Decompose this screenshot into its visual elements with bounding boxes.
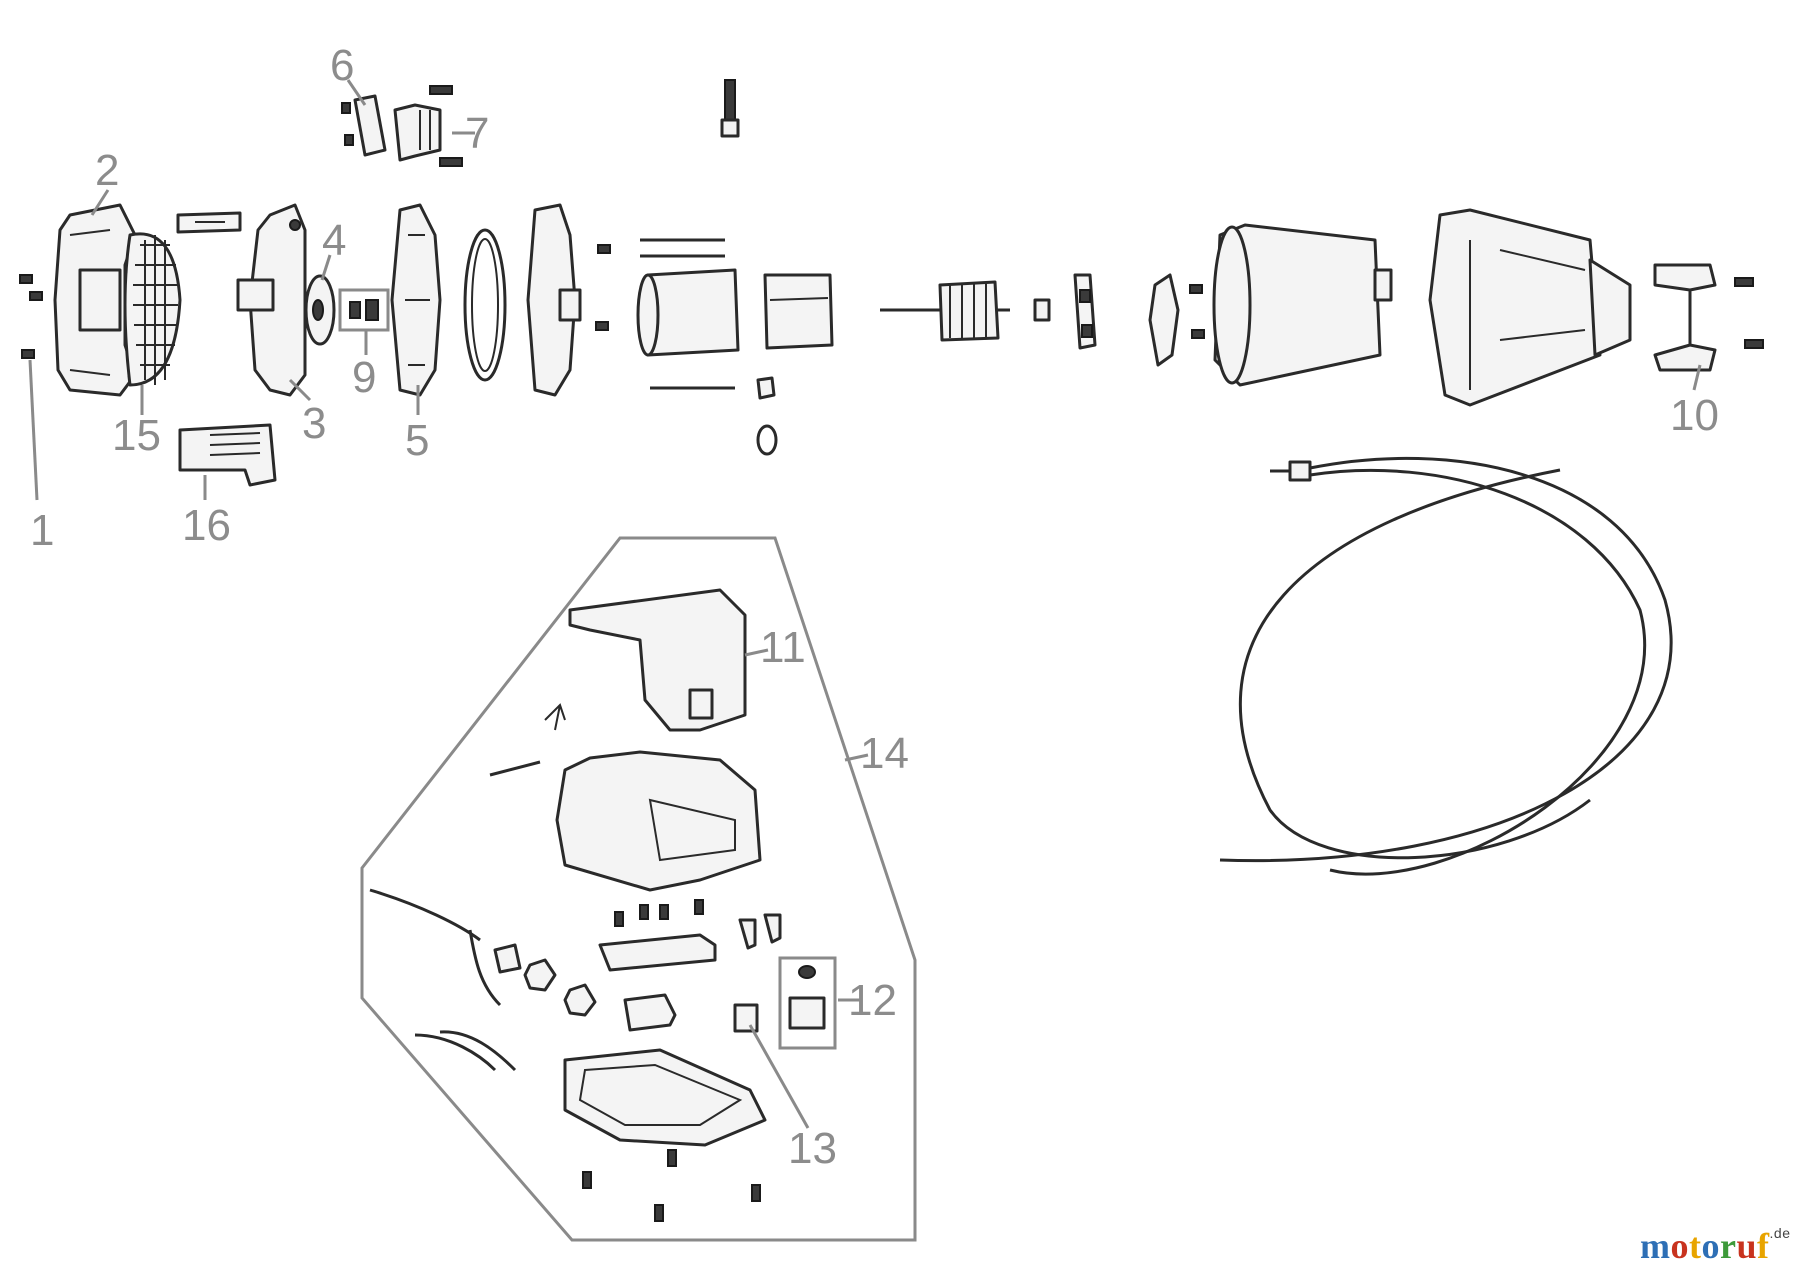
rocker-switch bbox=[733, 1003, 759, 1033]
control-screws bbox=[614, 899, 704, 927]
lock-nuts bbox=[523, 958, 597, 1017]
part-12-box bbox=[778, 956, 837, 1050]
motor-can bbox=[1212, 223, 1393, 387]
cord-wire bbox=[369, 888, 522, 1007]
callout-15: 15 bbox=[112, 411, 161, 460]
power-cable bbox=[1219, 456, 1673, 876]
rotor-armature bbox=[880, 280, 1051, 342]
brand-letter: r bbox=[1720, 1226, 1737, 1266]
control-box-base bbox=[563, 1048, 767, 1147]
handle bbox=[1653, 263, 1764, 372]
lid-pin bbox=[489, 760, 541, 777]
cable-gland bbox=[756, 376, 778, 456]
callout-14: 14 bbox=[860, 729, 909, 778]
brand-letter: u bbox=[1736, 1226, 1758, 1266]
rear-housing bbox=[1428, 208, 1632, 407]
brand-suffix: .de bbox=[1769, 1225, 1791, 1241]
brand-letter: o bbox=[1670, 1226, 1689, 1266]
brand-letters: motoruf bbox=[1640, 1226, 1770, 1266]
motor-stator bbox=[636, 268, 740, 357]
callout-16: 16 bbox=[182, 501, 231, 550]
callout-2: 2 bbox=[95, 146, 119, 195]
clip-part bbox=[176, 211, 242, 234]
end-bell bbox=[1148, 273, 1205, 367]
motor-flange bbox=[526, 203, 611, 397]
bolt-top bbox=[720, 79, 740, 138]
callout-4: 4 bbox=[322, 216, 346, 265]
impeller-washer bbox=[304, 274, 336, 346]
callout-1: 1 bbox=[30, 506, 54, 555]
control-box-lid bbox=[568, 588, 747, 732]
callout-labels: 1 2 3 4 5 6 7 9 10 11 12 13 14 15 16 bbox=[30, 41, 1719, 1173]
brand-letter: t bbox=[1689, 1226, 1702, 1266]
o-ring bbox=[463, 228, 507, 382]
bottom-bracket bbox=[178, 423, 277, 487]
control-box-group bbox=[360, 536, 917, 1242]
filter-screen bbox=[123, 232, 182, 387]
brand-letter: o bbox=[1701, 1226, 1720, 1266]
base-screws bbox=[582, 1149, 761, 1222]
brand-letter: f bbox=[1757, 1226, 1770, 1266]
switch-holder bbox=[623, 993, 677, 1032]
stator-sleeve bbox=[763, 273, 834, 350]
callout-9: 9 bbox=[352, 353, 376, 402]
gasket-plate bbox=[390, 203, 442, 397]
lid-clip bbox=[544, 703, 566, 731]
brand-logo: motoruf.de bbox=[1640, 1225, 1790, 1267]
callout-3: 3 bbox=[302, 399, 326, 448]
tie-rods bbox=[640, 238, 735, 390]
screws-left bbox=[19, 274, 43, 359]
callout-13: 13 bbox=[788, 1124, 837, 1173]
terminal-clips bbox=[738, 913, 782, 950]
terminal-bar bbox=[598, 933, 717, 972]
cable-tubes bbox=[414, 1030, 517, 1072]
brand-letter: m bbox=[1640, 1226, 1671, 1266]
callout-10: 10 bbox=[1670, 391, 1719, 440]
top-screws bbox=[341, 85, 463, 167]
leader-lines bbox=[28, 79, 1702, 1129]
callout-6: 6 bbox=[330, 41, 354, 90]
callout-11: 11 bbox=[760, 623, 806, 672]
control-box-body bbox=[555, 750, 762, 892]
part-9-box bbox=[338, 288, 390, 332]
brush-holder bbox=[1073, 273, 1097, 350]
front-housing bbox=[53, 203, 137, 397]
callout-5: 5 bbox=[405, 416, 429, 465]
callout-7: 7 bbox=[465, 109, 489, 158]
impeller-plate bbox=[236, 203, 307, 397]
callout-12: 12 bbox=[848, 976, 897, 1025]
